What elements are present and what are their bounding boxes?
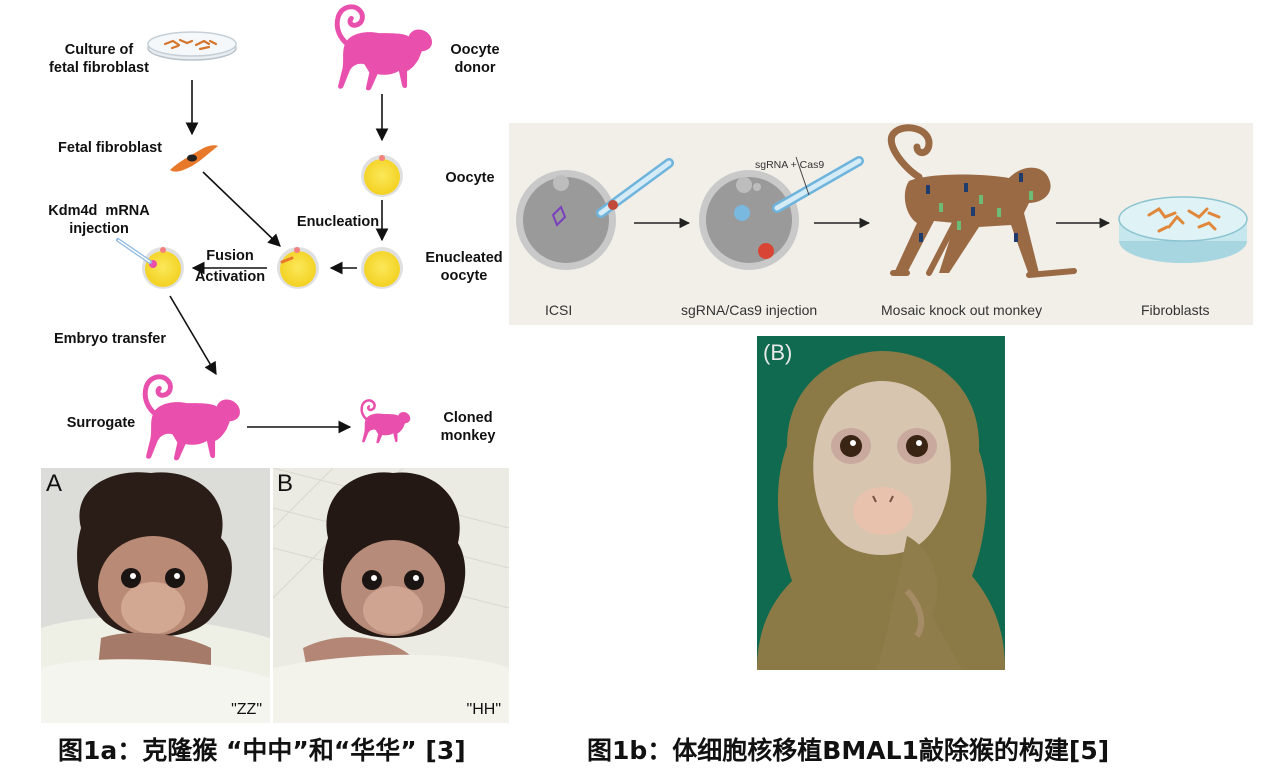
label-kdm4d-injection: Kdm4d mRNA injection: [48, 203, 150, 237]
fetal-fibroblast-cell-icon: [170, 145, 218, 172]
mosaic-knockout-monkey-icon: [888, 124, 1077, 278]
sgrna-cas9-cell-icon: [699, 156, 864, 270]
fig1b-knockout-panel: sgRNA + Cas9 ICSI sgRNA/Cas9 injection M…: [509, 123, 1253, 325]
fused-oocyte-icon: [277, 247, 319, 289]
step-label-sgrna-injection: sgRNA/Cas9 injection: [681, 302, 818, 318]
photo-b-letter-label: (B): [763, 340, 793, 365]
caption-fig1a: 图1a：克隆猴 “中中”和“华华” [3]: [58, 736, 466, 765]
fibroblast-dish-icon: [1118, 196, 1248, 263]
label-activation: Activation: [194, 269, 266, 285]
icsi-cell-icon: [516, 158, 674, 270]
step-label-icsi: ICSI: [545, 302, 573, 318]
fig1b-diagram: [516, 124, 1248, 278]
injected-embryo-icon: [116, 238, 184, 289]
label-enucleation: Enucleation: [296, 214, 380, 230]
label-oocyte-donor: Oocyte donor: [450, 42, 500, 76]
caption-fig1b: 图1b：体细胞核移植BMAL1敲除猴的构建[5]: [587, 736, 1110, 765]
photo-a-baby-monkey: A "ZZ": [41, 468, 270, 723]
step-label-fibroblasts: Fibroblasts: [1141, 302, 1210, 318]
label-embryo-transfer: Embryo transfer: [53, 331, 166, 347]
fig1a-diagram: [116, 0, 510, 470]
oocyte-donor-monkey-icon: [337, 7, 432, 91]
step-label-mosaic-monkey: Mosaic knock out monkey: [881, 302, 1043, 318]
label-oocyte: Oocyte: [445, 170, 495, 186]
label-surrogate: Surrogate: [66, 415, 136, 431]
enucleated-oocyte-icon: [361, 247, 403, 289]
surrogate-monkey-icon: [145, 377, 240, 461]
label-sgrna-cas9: sgRNA + Cas9: [755, 159, 825, 171]
label-enucleated-oocyte: Enucleated oocyte: [425, 250, 503, 284]
photo-b-name: "HH": [466, 701, 501, 718]
label-fetal-fibroblast: Fetal fibroblast: [58, 140, 162, 156]
photo-a-name: "ZZ": [231, 701, 262, 718]
photo-a-letter: A: [46, 470, 63, 497]
label-cloned-monkey: Cloned monkey: [440, 410, 496, 444]
petri-dish-icon: [147, 31, 237, 61]
cloned-monkey-icon: [360, 399, 412, 445]
photo-b-baby-monkey: B "HH": [273, 468, 509, 723]
photo-bmal1-knockout-monkey: (B): [757, 336, 1005, 670]
photo-b-letter: B: [277, 470, 294, 497]
oocyte-icon: [361, 155, 403, 197]
label-culture-fetal-fibroblast: Culture of fetal fibroblast: [49, 42, 149, 76]
label-fusion: Fusion: [206, 248, 254, 264]
